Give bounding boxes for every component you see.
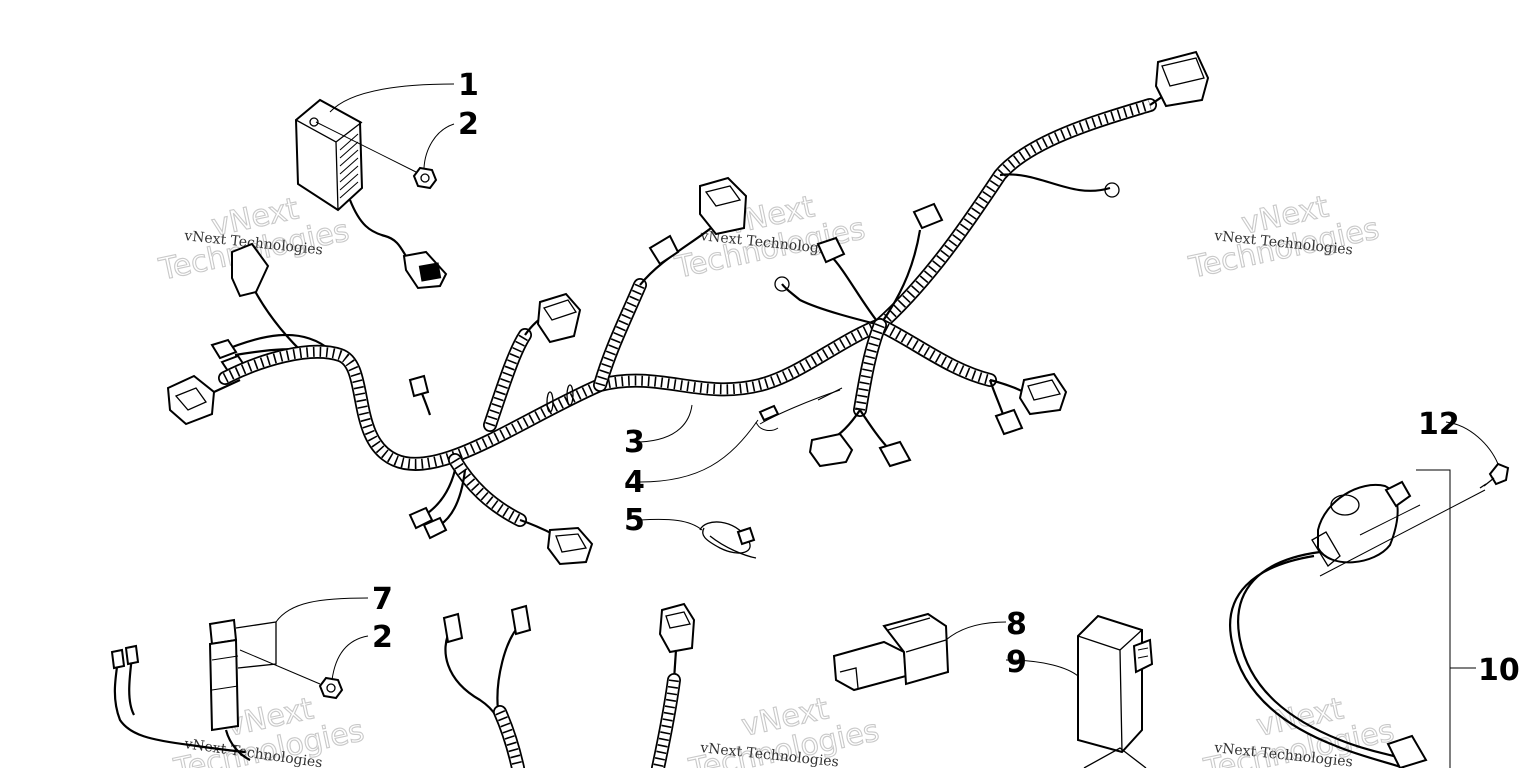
watermark-2: vNext Technologies (671, 189, 869, 287)
callout-5: 5 (624, 503, 645, 538)
callout-3: 3 (624, 425, 645, 460)
part-regulator-rectifier (294, 98, 448, 290)
part-8-connector (832, 612, 950, 692)
part-nut-2a (315, 121, 438, 190)
part-4-terminal (755, 404, 780, 431)
leader-lines (275, 83, 1499, 768)
part-9-relay (1077, 614, 1154, 768)
callout-9: 9 (1006, 645, 1027, 680)
callout-1: 1 (458, 68, 479, 103)
part-5-cable-tie (699, 521, 757, 559)
callout-2a: 2 (458, 107, 479, 142)
part-lower-center-pigtail (442, 604, 532, 768)
callout-7: 7 (372, 582, 393, 617)
callout-4: 4 (624, 465, 645, 500)
part-7-switch (208, 618, 277, 761)
part-lower-center-connector (651, 602, 696, 768)
callout-10: 10 (1478, 653, 1520, 688)
part-lower-left-pigtail (110, 644, 246, 754)
callout-12: 12 (1418, 407, 1460, 442)
part-nut-2b (239, 649, 344, 700)
callout-2b: 2 (372, 620, 393, 655)
watermark-3: vNext Technologies (1185, 189, 1383, 287)
part-10-ignition-coil (1229, 480, 1486, 768)
part-12-screw (1479, 462, 1510, 489)
part-main-harness (166, 50, 1210, 566)
callouts: 1 2 3 4 5 7 2 8 9 10 12 (372, 68, 1520, 688)
callout-8: 8 (1006, 607, 1027, 642)
